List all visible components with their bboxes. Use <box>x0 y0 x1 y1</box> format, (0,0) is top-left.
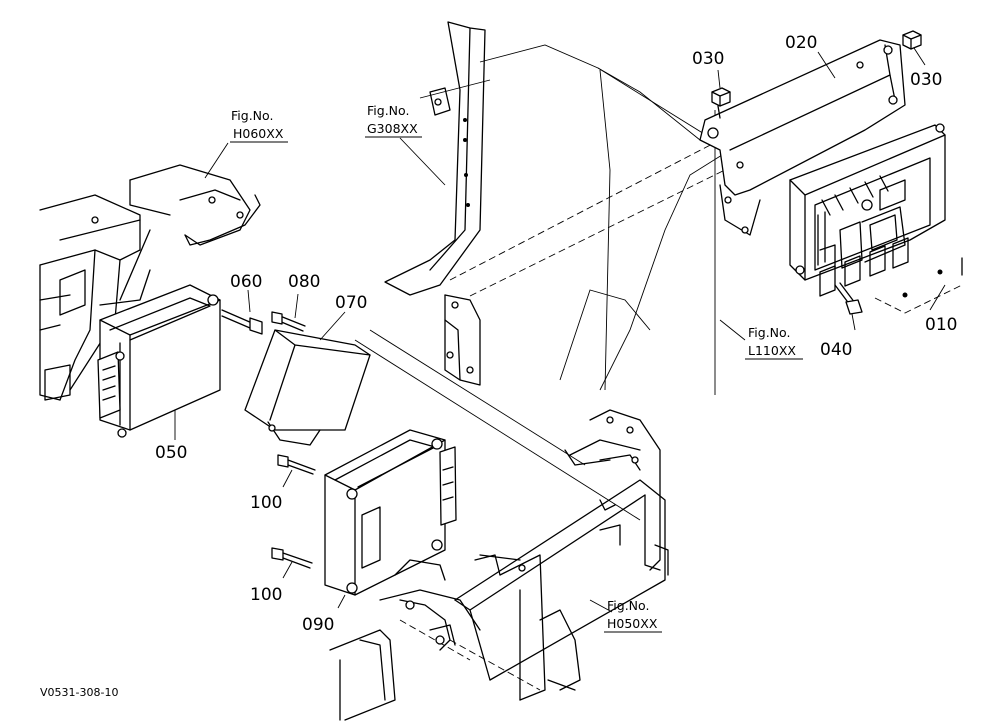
callout-090: 090 <box>302 615 334 635</box>
callout-020: 020 <box>785 33 817 53</box>
svg-text:Fig.No.: Fig.No. <box>231 108 273 123</box>
reference-lines <box>354 44 746 691</box>
ecu-010 <box>789 123 946 298</box>
controller-090 <box>324 429 457 596</box>
figref-g308: Fig.No. G308XX <box>365 103 422 138</box>
ecu-group-bracket <box>874 257 963 314</box>
callout-080: 080 <box>288 272 320 292</box>
lower-frame <box>329 409 669 721</box>
svg-text:Fig.No.: Fig.No. <box>367 103 409 118</box>
svg-text:H050XX: H050XX <box>607 616 658 631</box>
callout-050: 050 <box>155 443 187 463</box>
svg-text:G308XX: G308XX <box>367 121 418 136</box>
figref-l110: Fig.No. L110XX <box>745 325 803 360</box>
callout-030-left: 030 <box>692 49 724 69</box>
bolt-100-lower <box>271 547 313 569</box>
stay-g308 <box>384 21 486 296</box>
nut-030-right <box>902 30 922 50</box>
bolt-040 <box>834 282 863 315</box>
callout-labels: 010 020 030 030 040 050 060 070 080 090 … <box>155 33 957 635</box>
figref-h050: Fig.No. H050XX <box>604 598 662 633</box>
svg-text:L110XX: L110XX <box>748 343 796 358</box>
svg-text:Fig.No.: Fig.No. <box>607 598 649 613</box>
callout-010: 010 <box>925 315 957 335</box>
cover-070 <box>244 329 371 446</box>
bolt-060 <box>221 309 263 335</box>
callout-060: 060 <box>230 272 262 292</box>
bolt-100-upper <box>277 454 316 475</box>
figref-h060: Fig.No. H060XX <box>230 108 288 143</box>
callout-040: 040 <box>820 340 852 360</box>
callout-100-upper: 100 <box>250 493 282 513</box>
callout-070: 070 <box>335 293 367 313</box>
hanging-plate <box>444 294 481 386</box>
bolt-080 <box>271 311 306 332</box>
callout-100-lower: 100 <box>250 585 282 605</box>
svg-text:H060XX: H060XX <box>233 126 284 141</box>
nut-030-left <box>711 87 731 119</box>
bracket-020 <box>699 39 906 236</box>
diagram-code: V0531-308-10 <box>40 686 118 699</box>
leader-lines <box>174 47 946 613</box>
figure-references: Fig.No. H060XX Fig.No. G308XX Fig.No. L1… <box>230 103 803 633</box>
controller-050 <box>97 284 221 438</box>
left-frame <box>39 164 261 401</box>
svg-text:Fig.No.: Fig.No. <box>748 325 790 340</box>
callout-030-right: 030 <box>910 70 942 90</box>
